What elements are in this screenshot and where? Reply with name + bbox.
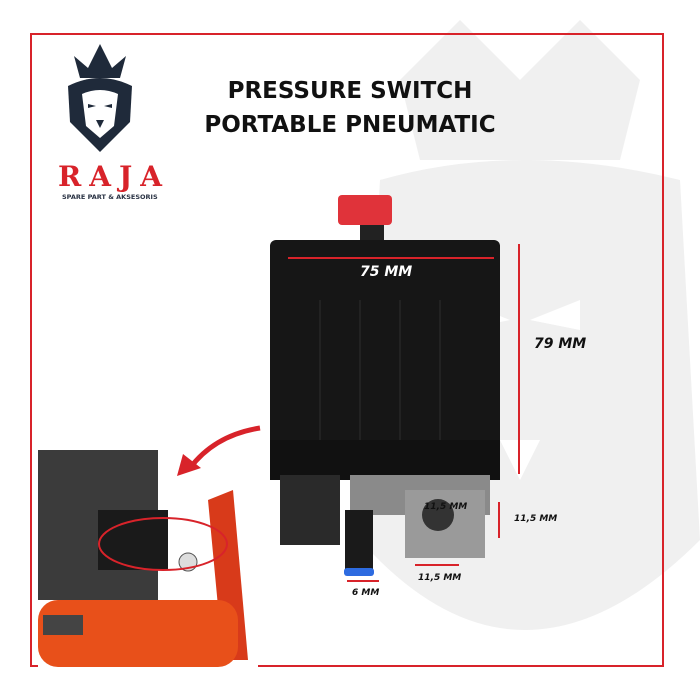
brand-name: RAJA	[58, 160, 170, 193]
pressure-switch-image	[270, 195, 500, 576]
title-line-2: PORTABLE PNEUMATIC	[204, 112, 496, 138]
width-dimension-line	[288, 257, 494, 259]
page-title: PRESSURE SWITCH PORTABLE PNEUMATIC	[180, 74, 520, 142]
title-line-1: PRESSURE SWITCH	[227, 78, 473, 104]
port-inner-label: 11,5 MM	[424, 502, 468, 512]
red-arrow-icon	[177, 425, 261, 476]
height-dimension-line	[518, 244, 520, 474]
height-label: 79 MM	[534, 336, 587, 352]
brand-tagline: SPARE PART & AKSESORIS	[62, 193, 158, 201]
port-bottom-label: 11,5 MM	[418, 573, 462, 583]
fitting-label: 6 MM	[352, 588, 380, 598]
fitting-dimension-line	[347, 580, 379, 582]
port-side-label: 11,5 MM	[514, 514, 558, 524]
port-side-dimension-line	[498, 502, 500, 538]
port-bottom-dimension-line	[415, 564, 459, 566]
compressor-photo	[38, 450, 258, 667]
crowned-lion-icon	[68, 44, 132, 152]
width-label: 75 MM	[360, 264, 413, 280]
red-border-frame	[30, 33, 664, 667]
